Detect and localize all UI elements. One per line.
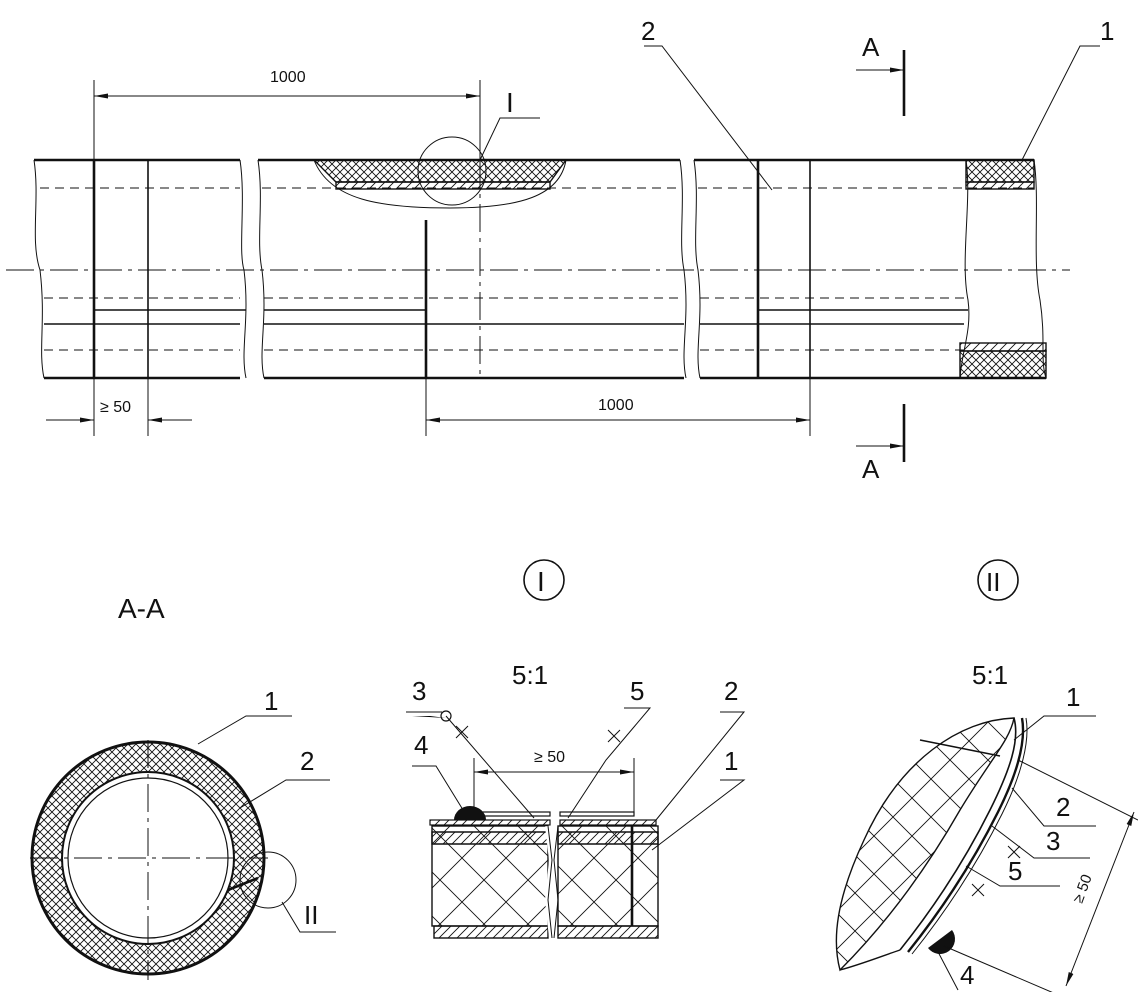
main-label-1: 1	[1100, 16, 1114, 46]
main-label-2: 2	[641, 16, 655, 46]
section-a-a: A-A 1 2 II	[30, 593, 336, 980]
detail-I-label-4: 4	[414, 730, 428, 760]
section-title: A-A	[118, 593, 165, 624]
section-label-2: 2	[300, 746, 314, 776]
detail-I-visible-overlay	[406, 707, 746, 939]
section-mark-bottom: A	[862, 454, 880, 484]
detail-I-callout-circle	[417, 136, 487, 206]
detail-I-label-1: 1	[724, 746, 738, 776]
detail-II-label-3: 3	[1046, 826, 1060, 856]
detail-II-title: II	[986, 567, 1000, 597]
detail-II-scale: 5:1	[972, 660, 1008, 690]
dim-overlap-50: ≥ 50	[100, 399, 131, 416]
dim-top-1000: 1000	[270, 69, 306, 86]
section-mark-top: A	[862, 32, 880, 62]
detail-II-callout-circle	[239, 851, 297, 909]
detail-I-callout-label: I	[506, 87, 514, 118]
section-callout-II: II	[304, 900, 318, 930]
detail-I-label-2: 2	[724, 676, 738, 706]
detail-II-label-4: 4	[960, 960, 974, 990]
detail-II-label-2: 2	[1056, 792, 1070, 822]
detail-II-texts: 1 2 3 5 4 ≥ 50	[960, 682, 1096, 990]
detail-I-scale: 5:1	[512, 660, 548, 690]
detail-I: I 5:1	[512, 559, 565, 690]
detail-II-label-1: 1	[1066, 682, 1080, 712]
detail-II-dim-50: ≥ 50	[1070, 872, 1096, 905]
detail-I-texts: 3 5 2 4 1 ≥ 50	[412, 676, 738, 776]
detail-I-dim-50: ≥ 50	[534, 749, 565, 766]
detail-II-drawing: II 5:1	[835, 559, 1138, 992]
detail-I-title: I	[537, 566, 545, 597]
detail-II-label-5: 5	[1008, 856, 1022, 886]
section-label-1: 1	[264, 686, 278, 716]
main-pipe-view: I 1000 1000 ≥ 50 2 1 A A	[6, 16, 1114, 484]
dim-bottom-1000: 1000	[598, 397, 634, 414]
detail-I-label-3: 3	[412, 676, 426, 706]
detail-I-label-5: 5	[630, 676, 644, 706]
